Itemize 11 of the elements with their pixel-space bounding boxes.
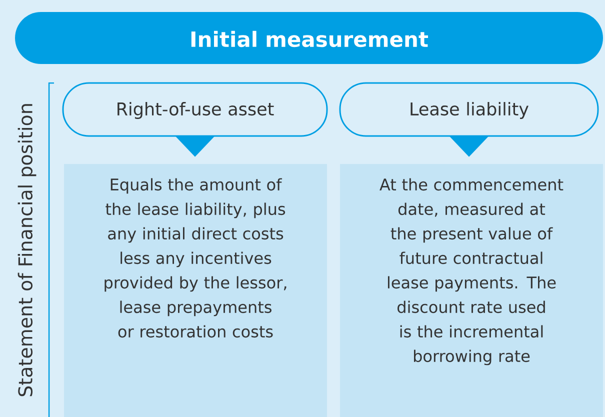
node-text: Right-of-use asset (118, 102, 274, 119)
node-text: Equals the amount of the lease liability, plus any initial direct costs less any incentives provided by the lessor, lease prepayments or restoration costs (104, 178, 286, 338)
side-label: Statement of Financial position (18, 104, 36, 396)
node-text: Lease liability (410, 102, 528, 119)
pill-box (339, 82, 599, 137)
node-text: At the commencement date, measured at the present value of future contractual lease payments. The discount rate used is the incremental borrowing rate (380, 178, 564, 366)
pointer-arrow (175, 136, 215, 157)
pointer-arrow (449, 136, 489, 157)
pill-box (62, 82, 328, 137)
banner (15, 12, 603, 64)
node-text: Initial measurement (191, 30, 428, 48)
